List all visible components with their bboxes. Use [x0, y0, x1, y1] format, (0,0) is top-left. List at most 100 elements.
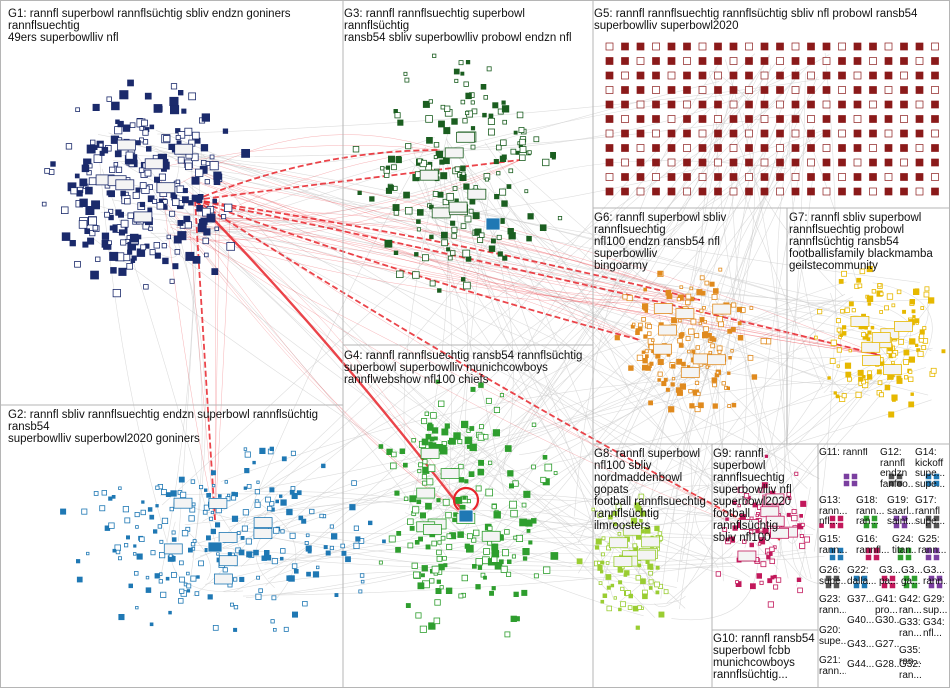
node — [885, 385, 890, 390]
node — [642, 317, 646, 321]
node-isolate — [668, 116, 675, 123]
node — [88, 238, 94, 244]
node-isolate — [668, 188, 675, 195]
node — [524, 491, 530, 497]
node — [156, 505, 159, 508]
node — [686, 294, 691, 299]
node — [841, 309, 845, 313]
node-isolate — [792, 43, 799, 50]
node — [119, 230, 124, 235]
node — [498, 252, 502, 256]
node-avatar — [421, 448, 439, 458]
node — [700, 276, 704, 280]
node — [462, 172, 465, 175]
node-avatar — [641, 537, 659, 547]
node — [527, 236, 532, 241]
node — [430, 579, 434, 583]
node — [601, 561, 604, 564]
node — [240, 577, 244, 581]
node — [223, 129, 228, 134]
node — [210, 162, 218, 170]
node — [93, 146, 97, 150]
node — [144, 285, 149, 290]
node — [488, 129, 494, 135]
node-isolate — [916, 101, 923, 108]
group-label-g19: G19: saarl... saint... — [887, 496, 915, 528]
node — [102, 233, 109, 240]
node — [172, 199, 179, 206]
node — [133, 553, 136, 556]
node-avatar — [134, 212, 152, 222]
node — [750, 307, 753, 310]
node-isolate — [637, 116, 644, 123]
node — [108, 241, 112, 245]
node — [615, 336, 619, 340]
node — [245, 452, 250, 457]
node — [452, 119, 458, 125]
node — [187, 572, 190, 575]
node — [400, 449, 405, 454]
node — [441, 232, 447, 238]
node — [527, 529, 530, 532]
node — [619, 581, 622, 584]
group-label-g15: G15: rann... — [819, 535, 855, 556]
node-isolate — [730, 159, 737, 166]
node — [479, 425, 483, 429]
node — [393, 205, 399, 211]
node — [210, 517, 213, 520]
node — [465, 111, 468, 114]
hub-node — [459, 510, 473, 522]
node — [77, 577, 82, 582]
node — [462, 575, 468, 581]
node — [432, 541, 437, 546]
node — [478, 566, 482, 570]
node — [836, 319, 840, 323]
node — [211, 471, 215, 475]
group-label-g23: G23: rann... — [819, 595, 846, 616]
node — [437, 499, 440, 502]
node-avatar — [254, 529, 272, 539]
node — [207, 214, 215, 222]
node — [849, 350, 851, 352]
node — [494, 512, 501, 519]
node — [217, 553, 220, 556]
node — [872, 290, 876, 294]
node-isolate — [715, 87, 722, 94]
node — [45, 169, 50, 174]
node-isolate — [622, 87, 629, 94]
node-avatar — [614, 557, 632, 567]
node — [728, 329, 732, 333]
node — [134, 545, 136, 547]
node-isolate — [684, 116, 691, 123]
node — [215, 227, 219, 231]
node — [412, 438, 416, 442]
edge — [753, 132, 808, 484]
node — [149, 227, 153, 231]
node — [185, 128, 192, 135]
node-isolate — [885, 43, 892, 50]
node — [532, 465, 536, 469]
node-isolate — [932, 188, 939, 195]
node-isolate — [885, 145, 892, 152]
node-isolate — [653, 58, 660, 65]
node — [102, 491, 107, 496]
node — [154, 105, 162, 113]
node — [405, 78, 409, 82]
node — [342, 551, 346, 555]
node — [70, 240, 76, 246]
node-avatar — [468, 189, 486, 199]
node-isolate — [668, 87, 675, 94]
node — [125, 198, 131, 204]
node-isolate — [668, 145, 675, 152]
node — [484, 576, 487, 579]
node — [507, 185, 511, 189]
node-isolate — [637, 159, 644, 166]
node — [606, 575, 611, 580]
node — [520, 519, 527, 526]
node — [511, 616, 517, 622]
node — [93, 104, 99, 110]
node — [703, 306, 706, 309]
node — [143, 130, 148, 135]
node — [473, 530, 479, 536]
node — [109, 497, 112, 500]
